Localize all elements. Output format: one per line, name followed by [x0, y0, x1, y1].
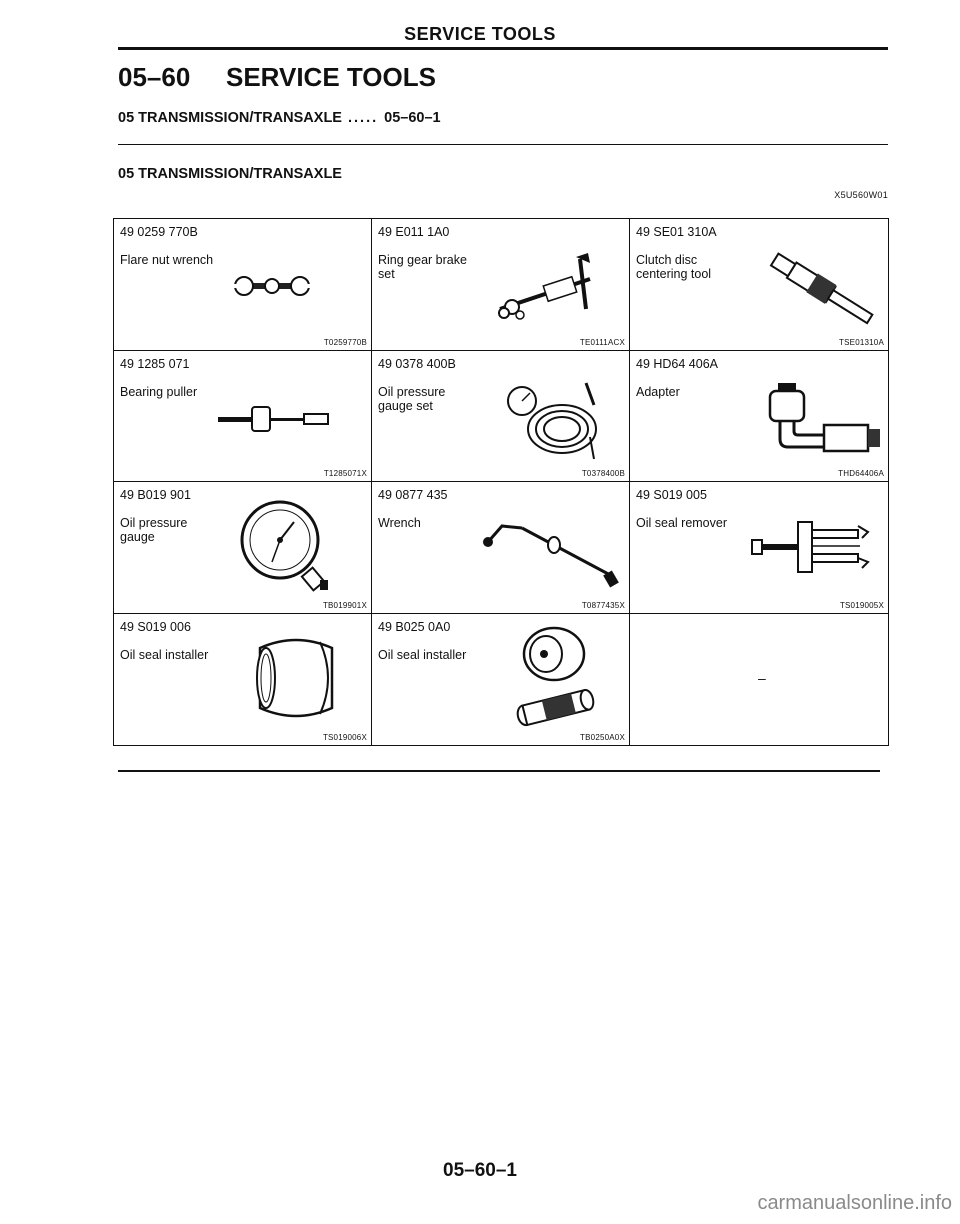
header-rule [118, 47, 888, 50]
footer-rule [118, 770, 880, 772]
tool-name: Adapter [636, 384, 680, 399]
part-number: 49 S019 006 [120, 619, 191, 634]
toc-dots: ..... [347, 110, 379, 126]
seal-installer-icon [246, 628, 346, 728]
centering-tool-icon [760, 249, 885, 329]
tool-name: Oil seal installer [120, 647, 209, 662]
tool-name: Wrench [378, 516, 421, 530]
document-code: X5U560W01 [834, 190, 888, 200]
part-number: 49 HD64 406A [636, 356, 719, 371]
image-code: TS019006X [322, 733, 367, 742]
part-number: 49 0259 770B [120, 225, 198, 239]
tool-name: Ring gear brake set [378, 253, 467, 281]
image-code: T0877435X [581, 600, 625, 610]
part-number: 49 E011 1A0 [378, 225, 450, 239]
empty-dash: – [758, 669, 766, 686]
tool-cell: 49 B025 0A0 Oil seal installer TB0250A0X [372, 613, 630, 745]
part-number: 49 SE01 310A [636, 225, 717, 239]
part-number: 49 B025 0A0 [378, 619, 451, 634]
divider [118, 144, 888, 145]
adapter-icon [766, 377, 884, 461]
section-number: 05–60 [118, 62, 191, 92]
image-code: T1285071X [323, 469, 367, 478]
tool-cell: 49 0378 400B Oil pressure gauge set T037… [372, 350, 630, 482]
part-number: 49 0378 400B [378, 356, 456, 371]
section-title: 05 TRANSMISSION/TRANSAXLE [118, 166, 342, 182]
seal-remover-icon [750, 512, 880, 582]
tool-name: Oil pressure gauge set [378, 384, 446, 413]
bearing-puller-icon [218, 399, 338, 439]
image-code: T0259770B [323, 337, 367, 347]
tool-name: Bearing puller [120, 384, 198, 399]
tool-name: Flare nut wrench [120, 253, 214, 267]
image-code: THD64406A [838, 469, 884, 478]
part-number: 49 0877 435 [378, 488, 448, 502]
part-number: 49 1285 071 [120, 356, 190, 371]
part-number: 49 S019 005 [636, 488, 707, 502]
tool-cell: 49 0877 435 Wrench T0877435X [372, 482, 630, 614]
tool-cell: 49 B019 901 Oil pressure gauge TB019901X [114, 482, 372, 614]
tool-cell: 49 0259 770B Flare nut wrench T0259770B [114, 219, 372, 351]
tool-cell: 49 S019 005 Oil seal remover TS019005X [630, 482, 888, 614]
running-header: SERVICE TOOLS [404, 24, 556, 44]
pressure-gauge-icon [232, 500, 352, 594]
empty-cell: – [630, 614, 888, 746]
tool-name: Oil seal remover [636, 516, 727, 530]
tool-cell: 49 S019 006 Oil seal installer TS019006X [114, 613, 372, 745]
toc-page: 05–60–1 [384, 110, 441, 126]
toc-label: 05 TRANSMISSION/TRANSAXLE [118, 110, 342, 126]
image-code: TB019901X [322, 600, 367, 610]
gauge-set-icon [500, 377, 610, 463]
tool-cell: 49 HD64 406A Adapter THD64406A [630, 351, 888, 482]
page-number: 05–60–1 [443, 1160, 517, 1181]
tools-table: 49 0259 770B Flare nut wrench T0259770B … [113, 218, 889, 746]
page-heading: 05–60 SERVICE TOOLS [118, 62, 436, 93]
image-code: T0378400B [581, 469, 625, 478]
tool-name: Oil pressure gauge [120, 516, 188, 544]
watermark: carmanualsonline.info [757, 1192, 952, 1214]
image-code: TSE01310A [839, 337, 884, 347]
seal-installer-set-icon [504, 624, 604, 736]
tool-name: Oil seal installer [378, 647, 467, 662]
page-title: SERVICE TOOLS [226, 62, 436, 92]
toc-entry[interactable]: 05 TRANSMISSION/TRANSAXLE..... 05–60–1 [118, 110, 441, 126]
tool-name: Clutch disc centering tool [636, 253, 712, 281]
image-code: TE0111ACX [579, 337, 625, 347]
part-number: 49 B019 901 [120, 488, 191, 502]
tool-cell: 49 1285 071 Bearing puller T1285071X [114, 350, 372, 482]
image-code: TB0250A0X [580, 733, 625, 742]
ring-gear-brake-icon [490, 249, 610, 329]
tool-cell: 49 SE01 310A Clutch disc centering tool … [630, 219, 888, 351]
tool-cell: 49 E011 1A0 Ring gear brake set TE0111AC… [372, 219, 630, 351]
flare-nut-wrench-icon [232, 271, 312, 301]
wrench-icon [482, 512, 622, 592]
image-code: TS019005X [839, 600, 884, 610]
